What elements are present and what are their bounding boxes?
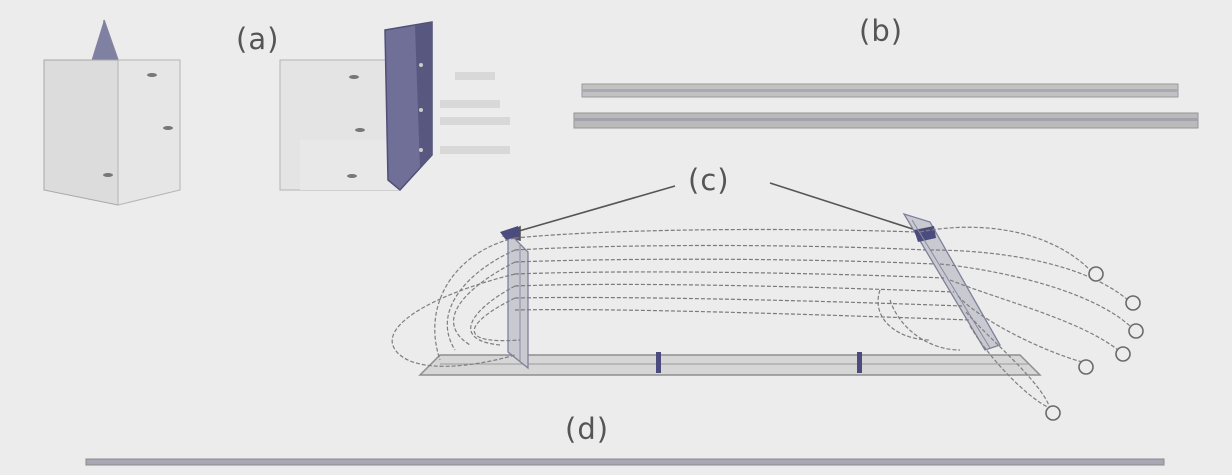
panel-label-d: (d) bbox=[565, 412, 610, 446]
right-bracket bbox=[279, 21, 433, 192]
assembled-apparatus bbox=[391, 212, 1144, 421]
panel-label-a: (a) bbox=[236, 22, 280, 56]
panel-label-b: (b) bbox=[859, 14, 904, 48]
paper-texture bbox=[440, 72, 510, 154]
left-bracket bbox=[43, 19, 181, 206]
long-rod-d bbox=[85, 458, 1165, 466]
panel-label-c: (c) bbox=[688, 163, 730, 197]
bracket-pair-a bbox=[43, 19, 510, 206]
rod-pair-b bbox=[573, 83, 1199, 129]
